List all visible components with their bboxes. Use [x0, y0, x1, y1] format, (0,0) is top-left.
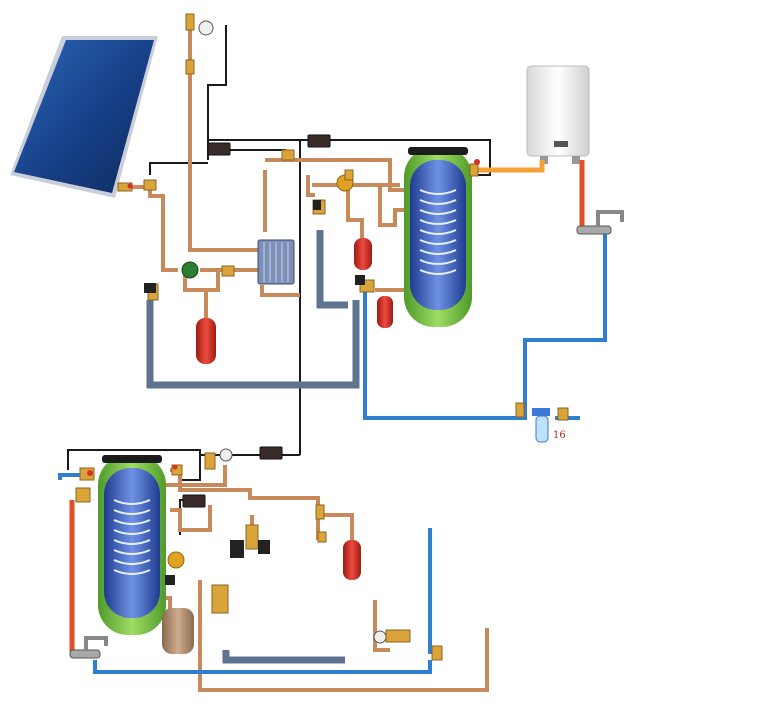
- copper-pipes: [128, 22, 489, 692]
- pressure-gauges: [198, 20, 387, 644]
- zone-valves: [144, 200, 365, 585]
- valves-and-fittings: [75, 13, 569, 661]
- controllers: [182, 134, 331, 508]
- water-filter: 16: [532, 408, 566, 443]
- plate-heat-exchanger: [257, 239, 295, 285]
- indirect-tank-upper: [404, 147, 472, 327]
- indirect-tank-lower: [98, 455, 166, 635]
- expansion-vessels: [162, 238, 393, 654]
- solar-collector: [10, 36, 158, 198]
- temperature-sensors: [87, 159, 480, 476]
- faucets: [69, 210, 624, 659]
- hot-supply-lines: [69, 160, 585, 652]
- circulation-pumps: [167, 174, 354, 569]
- drain-pipes: [146, 230, 360, 664]
- filter-number-label: 16: [553, 430, 566, 441]
- cold-water-lines: [58, 226, 607, 674]
- wall-gas-boiler: [526, 65, 590, 164]
